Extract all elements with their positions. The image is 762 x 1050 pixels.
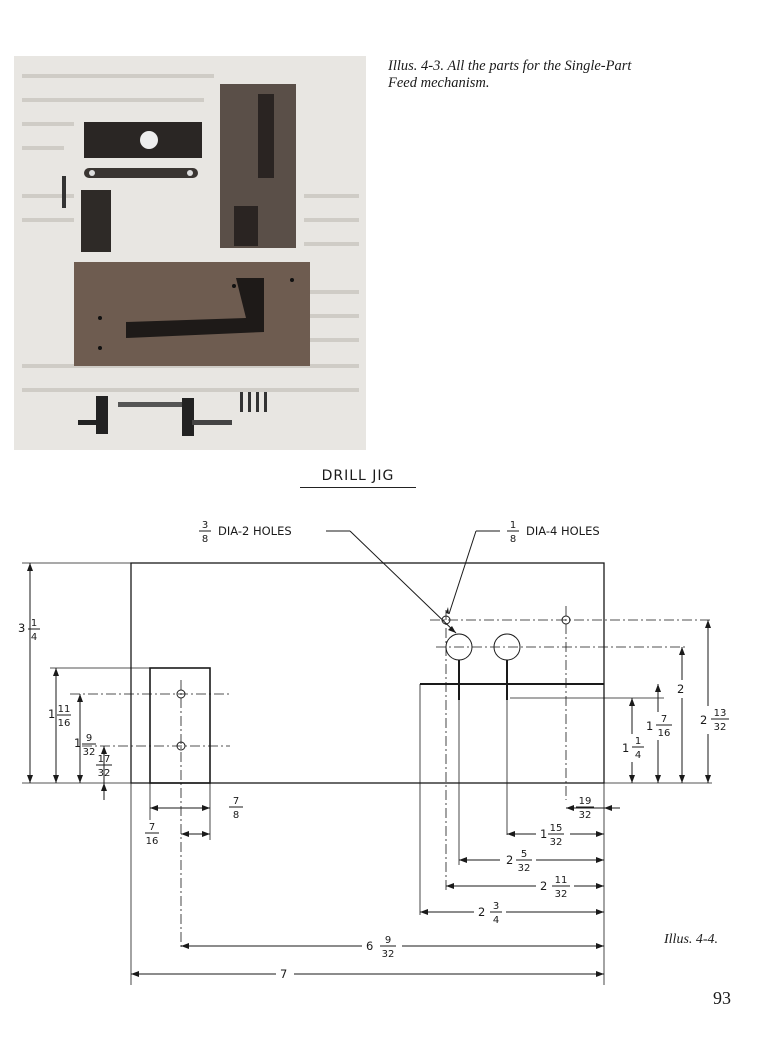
svg-text:32: 32 xyxy=(579,810,592,821)
svg-text:3: 3 xyxy=(493,901,499,912)
dim-right-2: 2 xyxy=(674,680,690,698)
parts-photo xyxy=(14,56,366,450)
svg-text:8: 8 xyxy=(510,534,516,545)
page-number: 93 xyxy=(713,988,731,1008)
svg-text:2: 2 xyxy=(700,713,707,727)
svg-text:1: 1 xyxy=(540,827,547,841)
svg-text:15: 15 xyxy=(550,823,563,834)
dim-upper-hole: 1 9 32 xyxy=(74,733,96,758)
drill-jig-drawing: 3 8 DIA-2 HOLES 1 8 DIA-4 HOLES 3 1 4 1 … xyxy=(18,520,734,985)
svg-text:7: 7 xyxy=(661,714,667,725)
svg-text:DIA-2 HOLES: DIA-2 HOLES xyxy=(218,524,292,538)
dim-2-11-32: 2 11 32 xyxy=(536,874,574,900)
dim-block-width: 7 8 xyxy=(229,796,243,821)
svg-text:19: 19 xyxy=(579,796,592,807)
svg-text:7: 7 xyxy=(280,967,287,981)
illustration-label: Illus. 4-4. xyxy=(664,932,719,947)
dim-hole-offset-x: 7 16 xyxy=(145,822,159,847)
dim-right-1-7-16: 1 7 16 xyxy=(644,712,674,740)
dim-lower-hole: 17 32 xyxy=(96,754,112,779)
large-holes-note: 3 8 DIA-2 HOLES xyxy=(199,520,292,545)
drawing-title: DRILL JIG xyxy=(300,468,416,488)
svg-text:9: 9 xyxy=(86,733,92,744)
svg-text:11: 11 xyxy=(58,704,71,715)
svg-text:3: 3 xyxy=(18,621,25,635)
svg-text:16: 16 xyxy=(658,728,671,739)
svg-text:5: 5 xyxy=(521,849,527,860)
figure-caption: Illus. 4-3. All the parts for the Single… xyxy=(388,58,632,91)
dim-total-length: 7 xyxy=(276,966,294,982)
dim-2-5-32: 2 5 32 xyxy=(500,848,536,874)
svg-text:7: 7 xyxy=(149,822,155,833)
svg-text:2: 2 xyxy=(540,879,547,893)
svg-text:4: 4 xyxy=(31,632,37,643)
svg-text:4: 4 xyxy=(493,915,499,926)
dim-1-15-32: 1 15 32 xyxy=(536,822,570,848)
dim-right-1-1-4: 1 1 4 xyxy=(622,734,646,762)
svg-text:8: 8 xyxy=(233,810,239,821)
svg-text:13: 13 xyxy=(714,708,727,719)
svg-text:1: 1 xyxy=(510,520,516,531)
svg-text:32: 32 xyxy=(550,837,563,848)
svg-text:2: 2 xyxy=(478,905,485,919)
dim-right-edge-hole: 19 32 xyxy=(576,796,594,821)
svg-text:2: 2 xyxy=(677,682,684,696)
dim-right-2-13-32: 2 13 32 xyxy=(698,706,734,734)
small-holes-note: 1 8 DIA-4 HOLES xyxy=(507,520,600,545)
svg-text:17: 17 xyxy=(98,754,111,765)
svg-text:32: 32 xyxy=(98,768,111,779)
svg-text:32: 32 xyxy=(714,722,727,733)
svg-text:32: 32 xyxy=(83,747,96,758)
svg-text:32: 32 xyxy=(382,949,395,960)
svg-text:11: 11 xyxy=(555,875,568,886)
svg-text:1: 1 xyxy=(74,736,81,750)
svg-text:1: 1 xyxy=(622,741,629,755)
svg-text:32: 32 xyxy=(518,863,531,874)
svg-text:32: 32 xyxy=(555,889,568,900)
svg-text:DIA-4 HOLES: DIA-4 HOLES xyxy=(526,524,600,538)
svg-text:4: 4 xyxy=(635,750,641,761)
svg-text:8: 8 xyxy=(202,534,208,545)
svg-text:3: 3 xyxy=(202,520,208,531)
svg-text:2: 2 xyxy=(506,853,513,867)
svg-text:1: 1 xyxy=(635,736,641,747)
dim-2-3-4: 2 3 4 xyxy=(474,900,506,926)
dim-6-9-32: 6 9 32 xyxy=(362,934,402,960)
svg-text:1: 1 xyxy=(31,618,37,629)
dim-block-height: 1 11 16 xyxy=(48,704,71,729)
svg-text:9: 9 xyxy=(385,935,391,946)
svg-text:1: 1 xyxy=(646,719,653,733)
svg-text:16: 16 xyxy=(146,836,159,847)
dim-height-total: 3 1 4 xyxy=(18,618,40,643)
svg-text:7: 7 xyxy=(233,796,239,807)
svg-text:16: 16 xyxy=(58,718,71,729)
svg-text:6: 6 xyxy=(366,939,373,953)
svg-text:1: 1 xyxy=(48,707,55,721)
